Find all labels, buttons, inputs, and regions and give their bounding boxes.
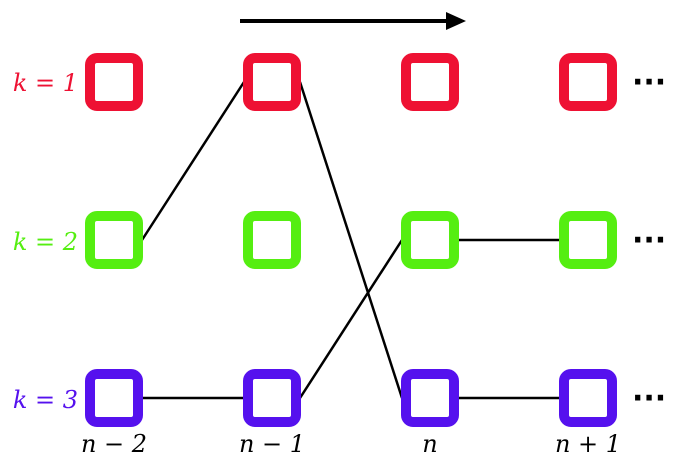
row-label-k2: k = 2 [13, 228, 78, 256]
column-label-n-minus-1: n − 1 [239, 430, 305, 458]
node-k2-col2 [243, 211, 301, 269]
row-label-k3: k = 3 [13, 386, 78, 414]
node-k2-col3 [401, 211, 459, 269]
time-direction-arrow [240, 12, 466, 30]
node-k1-col3 [401, 53, 459, 111]
edge-0 [140, 81, 246, 241]
row-labels: k = 1 k = 2 k = 3 [13, 69, 78, 414]
edge-3 [298, 239, 404, 399]
node-k3-col4 [559, 369, 617, 427]
nodes [85, 53, 617, 427]
ellipsis-row-3: ··· [632, 381, 666, 416]
edge-1 [298, 81, 404, 399]
node-k3-col3 [401, 369, 459, 427]
node-k2-col1 [85, 211, 143, 269]
node-k1-col1 [85, 53, 143, 111]
node-k3-col2 [243, 369, 301, 427]
column-label-n-minus-2: n − 2 [81, 430, 147, 458]
column-label-n: n [422, 430, 437, 458]
node-k2-col4 [559, 211, 617, 269]
edges [140, 81, 560, 400]
ellipsis-row-1: ··· [632, 65, 666, 100]
ellipsis-row-2: ··· [632, 223, 666, 258]
column-labels: n − 2 n − 1 n n + 1 [81, 430, 621, 458]
node-k1-col2 [243, 53, 301, 111]
continuation-dots: ··· ··· ··· [632, 65, 666, 416]
node-k3-col1 [85, 369, 143, 427]
row-label-k1: k = 1 [13, 69, 78, 97]
column-label-n-plus-1: n + 1 [555, 430, 621, 458]
node-k1-col4 [559, 53, 617, 111]
